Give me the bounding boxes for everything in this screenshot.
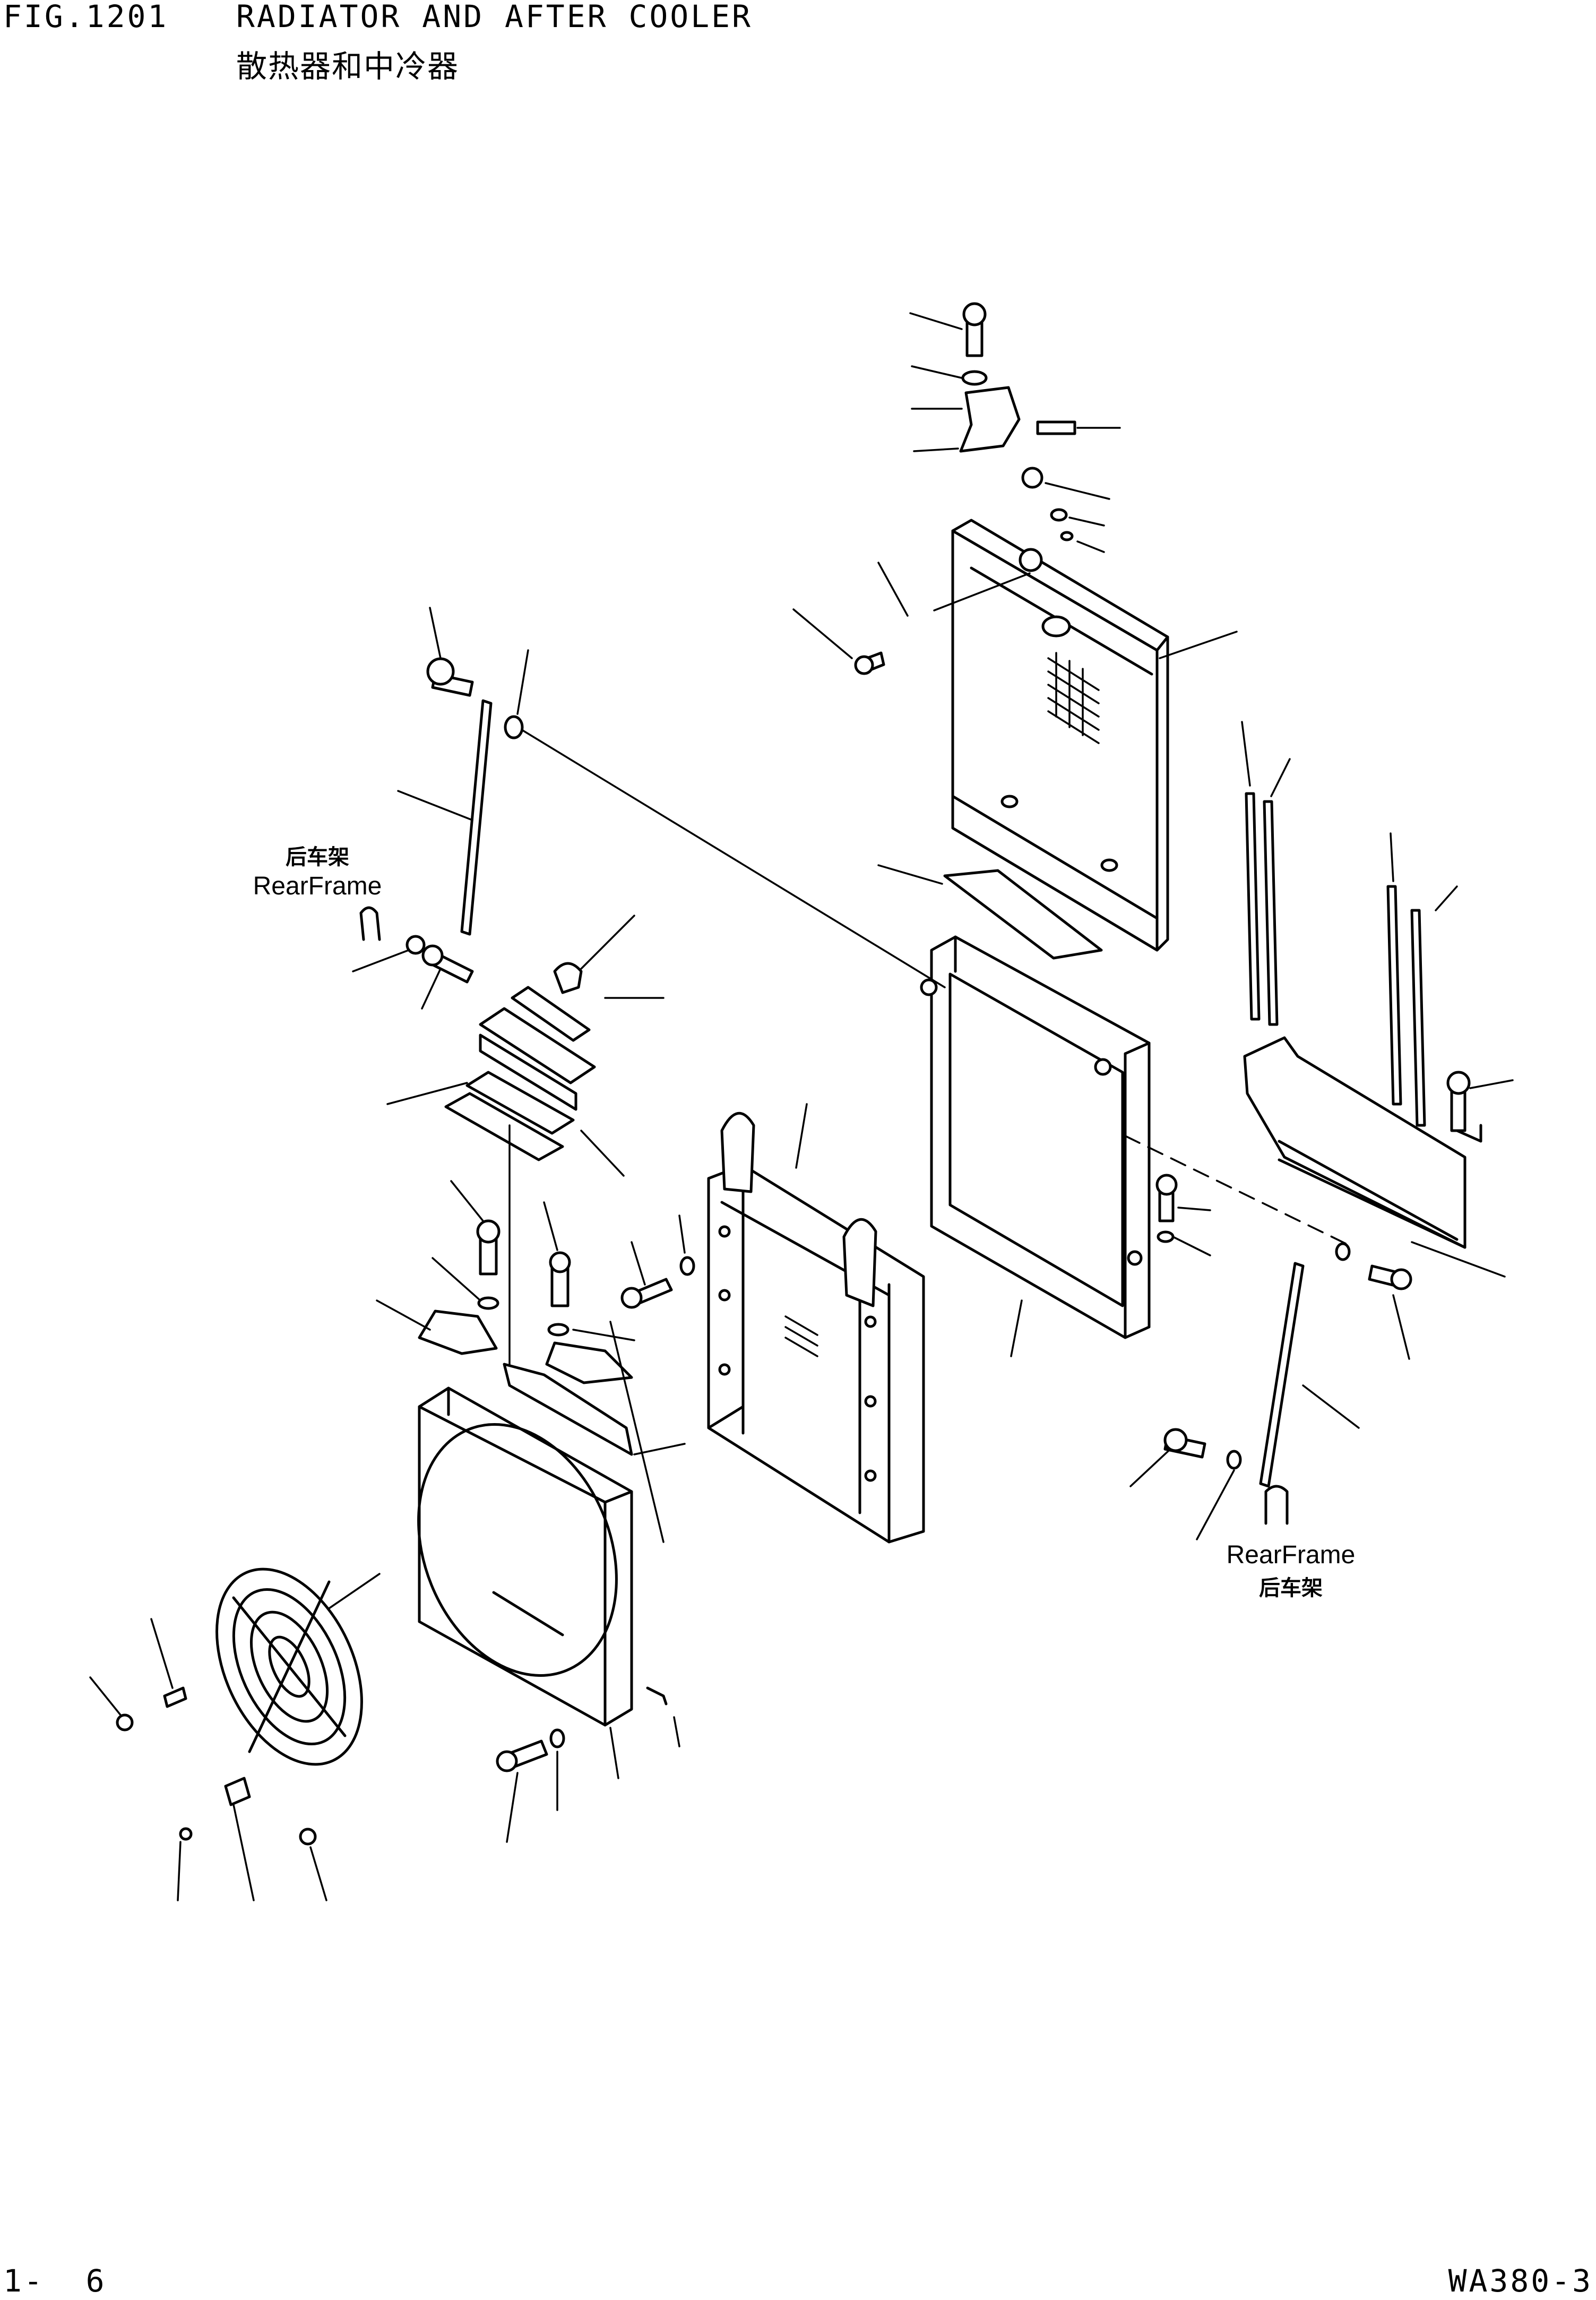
shroud-hardware [496,1686,680,1843]
mounting-plate [479,1033,577,1111]
right-shim [545,1341,633,1384]
radiator-cap [1019,548,1043,572]
machine-model: WA380-3 [1448,2263,1593,2299]
rear-frame-label-right-cn: 后车架 [1259,1577,1323,1600]
radiator-inlet [1041,615,1071,638]
left-stay-rod [352,607,529,1010]
figure-title-english: RADIATOR AND AFTER COOLER [236,0,753,35]
top-bracket-group [909,302,1121,453]
right-bolts [1155,1071,1514,1360]
aftercooler [707,1103,925,1544]
top-bolt-head [962,302,987,326]
lower-shroud-bracket [1243,1036,1506,1278]
seal-strip [503,1363,633,1456]
rear-frame-label-left-en: RearFrame [253,872,382,900]
top-pin [1036,420,1076,435]
radiator-frame [920,935,1151,1357]
cap-plug [1021,467,1043,489]
middle-bolts [432,1180,695,1337]
side-seals [1241,721,1458,1127]
right-stay-rod [1129,1262,1360,1540]
rear-frame-label-left-cn: 后车架 [286,846,349,869]
fan-shroud [417,1321,686,1727]
aftercooler-inlet-pipe [720,1112,755,1193]
radiator-core-grid [1047,652,1100,744]
top-clamp-bracket [959,386,1021,453]
figure-title-chinese: 散热器和中冷器 [236,48,460,84]
figure-number: FIG.1201 [3,0,169,35]
radiator-core [792,467,1238,952]
page-number: 1- 6 [3,2263,107,2299]
aftercooler-outlet-pipe [842,1218,877,1307]
rubber-pad [943,869,1103,960]
left-shim [418,1310,498,1355]
radiator-lower-tank [951,795,1159,952]
top-washer [961,370,988,386]
shroud-opening [417,1423,618,1677]
fan-guard [89,1567,381,1901]
rear-frame-label-right-en: RearFrame [1227,1541,1356,1569]
plate-stack [386,915,665,1376]
